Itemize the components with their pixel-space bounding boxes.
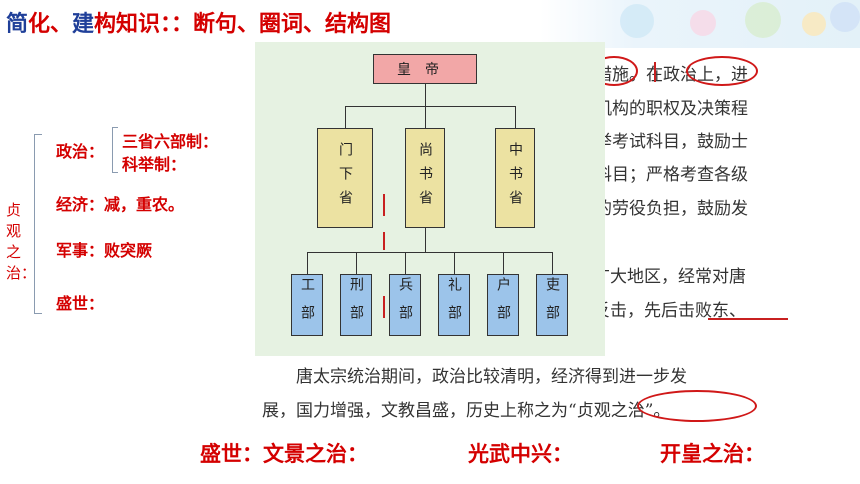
textbook-line: 展，国力增强，文教昌盛，历史上称之为“贞观之治”。 [262, 401, 671, 421]
chart-node-libu-rites: 礼部 [438, 274, 470, 336]
chart-node-emperor: 皇帝 [373, 54, 477, 84]
slash-annotation [383, 296, 385, 318]
decorative-banner [540, 0, 860, 48]
bottom-item: 开皇之治： [660, 442, 765, 466]
slash-annotation [654, 62, 656, 82]
circle-annotation [637, 390, 757, 422]
slash-annotation [383, 232, 385, 250]
textbook-line: 广大地区，经常对唐 [593, 267, 746, 287]
mindmap-economy: 经济：减，重农。 [56, 195, 185, 214]
chart-node-libu-personnel: 吏部 [536, 274, 568, 336]
mindmap-politics-item: 科举制： [122, 155, 187, 174]
mindmap-politics-item: 三省六部制： [122, 132, 219, 151]
slash-annotation [383, 194, 385, 216]
mindmap-brace [112, 127, 118, 173]
underline-annotation [708, 318, 788, 320]
textbook-line: 的劳役负担，鼓励发 [595, 199, 748, 219]
mindmap-brace [34, 134, 42, 314]
mindmap-root: 贞观之治： [6, 201, 37, 282]
mindmap-military: 军事：败突厥 [56, 241, 153, 260]
textbook-line: 科目；严格考查各级 [595, 165, 748, 185]
chart-node-xingbu: 刑部 [340, 274, 372, 336]
chart-node-shangshu: 尚书省 [405, 128, 445, 228]
chart-node-zhongshu: 中书省 [495, 128, 535, 228]
chart-node-bingbu: 兵部 [389, 274, 421, 336]
chart-node-hubu: 户部 [487, 274, 519, 336]
chart-node-menxia: 门下省 [317, 128, 373, 228]
page-title: 简化、建构知识：：断句、圈词、结构图 [6, 12, 392, 37]
textbook-line: 唐太宗统治期间，政治比较清明，经济得到进一步发 [296, 367, 687, 387]
mindmap-politics: 政治： [56, 142, 105, 161]
mindmap-prosperity: 盛世： [56, 294, 105, 313]
chart-node-gongbu: 工部 [291, 274, 323, 336]
textbook-line: 举考试科目，鼓励士 [595, 132, 748, 152]
org-chart: 皇帝 门下省 尚书省 中书省 工部 刑部 兵部 礼部 户部 吏部 [255, 42, 605, 356]
bottom-item: 光武中兴： [468, 442, 573, 466]
textbook-line: 机构的职权及决策程 [595, 99, 748, 119]
circle-annotation [686, 56, 758, 86]
textbook-line: 反击，先后击败东、 [593, 301, 746, 321]
bottom-label: 盛世：文景之治： [200, 442, 368, 466]
